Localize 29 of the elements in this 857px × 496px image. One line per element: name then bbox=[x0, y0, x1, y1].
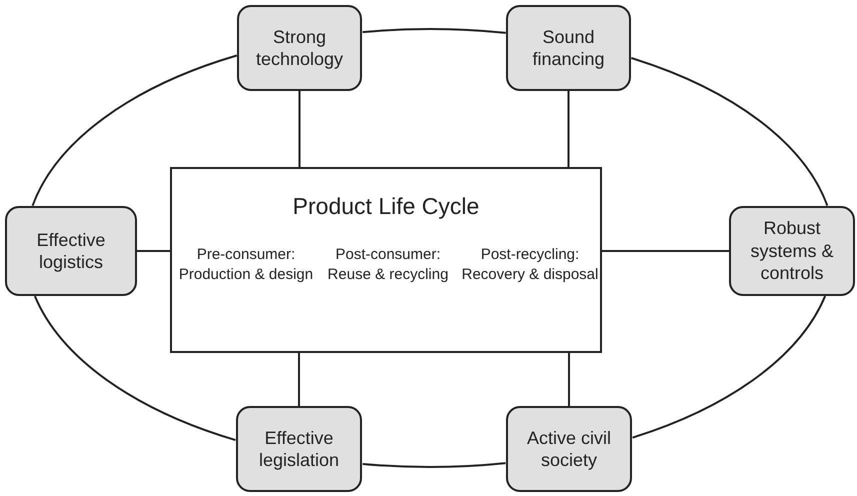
ellipse-arc bbox=[34, 296, 236, 442]
ellipse-arc bbox=[632, 296, 826, 439]
factor-box bbox=[729, 206, 855, 296]
connector-line bbox=[298, 91, 300, 167]
stage-label: Post-recycling: Recovery & disposal bbox=[460, 245, 600, 286]
ellipse-arc bbox=[32, 54, 238, 206]
factor-box bbox=[237, 5, 362, 91]
factor-label: Sound financing bbox=[531, 26, 606, 70]
factor-label: Strong technology bbox=[254, 26, 344, 70]
factor-label: Effective legislation bbox=[258, 426, 340, 472]
ellipse-arc bbox=[362, 462, 506, 468]
factor-box bbox=[236, 406, 362, 492]
factor-label: Robust systems & controls bbox=[749, 217, 834, 285]
factor-box bbox=[506, 5, 631, 91]
factor-box bbox=[5, 206, 137, 296]
factor-label: Effective logistics bbox=[36, 228, 106, 274]
connector-line bbox=[298, 353, 300, 406]
connector-line bbox=[568, 91, 570, 167]
ellipse-arc bbox=[630, 57, 828, 206]
connector-line bbox=[568, 353, 570, 406]
ellipse-arc bbox=[362, 28, 506, 34]
process-box bbox=[170, 167, 602, 353]
factor-label: Active civil society bbox=[526, 426, 612, 472]
stage-label: Pre-consumer: Production & design bbox=[178, 245, 314, 286]
stage-label: Post-consumer: Reuse & recycling bbox=[326, 245, 450, 286]
factor-box bbox=[506, 406, 632, 492]
box-heading: Product Life Cycle bbox=[292, 193, 480, 220]
connector-line bbox=[137, 250, 170, 252]
connector-line bbox=[602, 250, 729, 252]
